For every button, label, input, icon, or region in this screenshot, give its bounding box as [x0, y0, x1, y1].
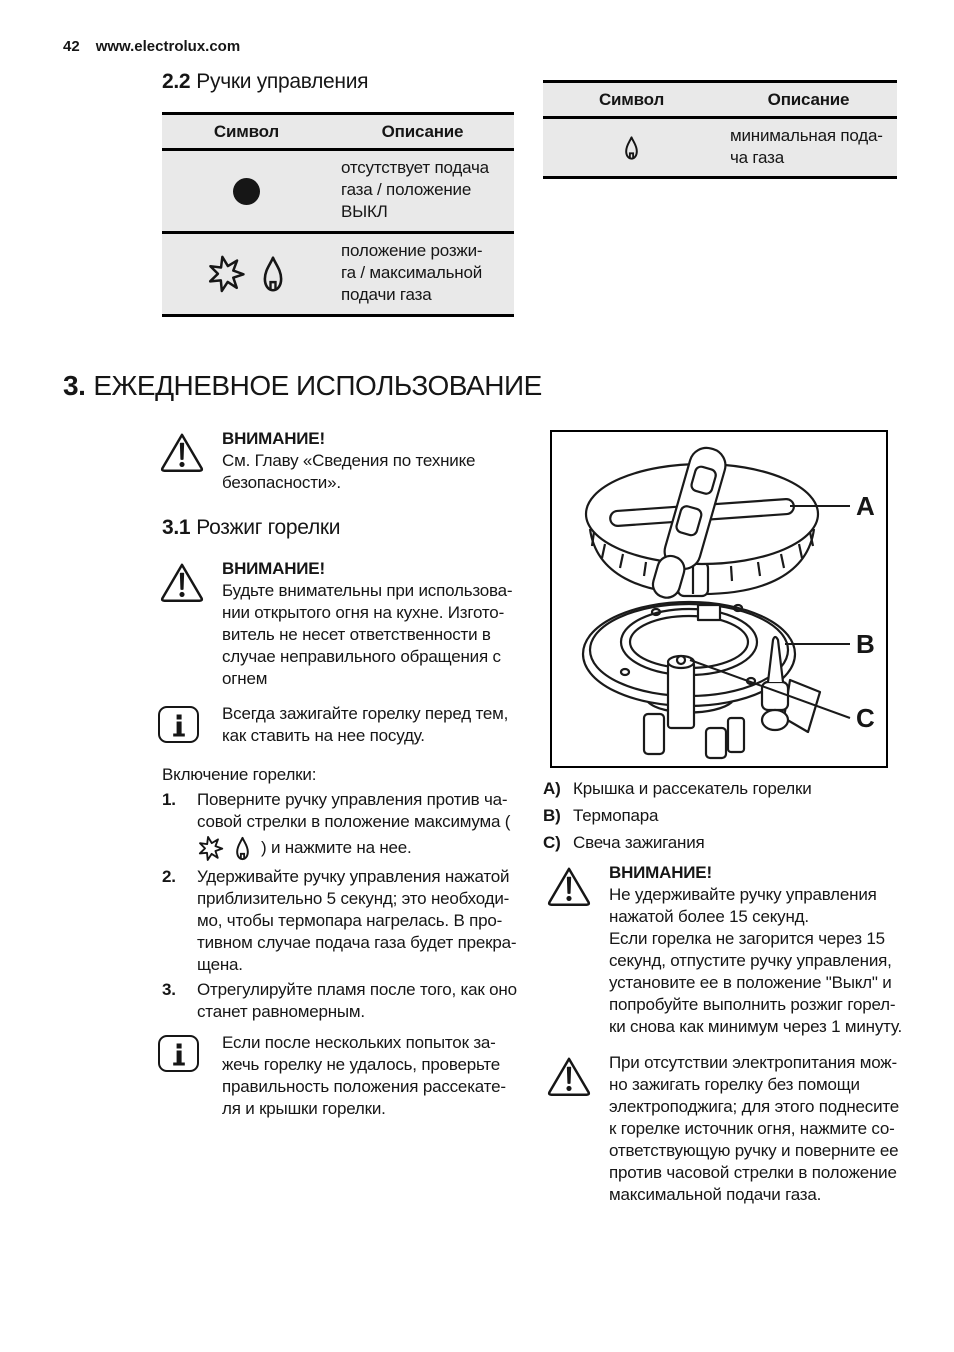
spark-plug	[666, 654, 696, 730]
burner-cap	[584, 446, 820, 599]
warning-title: ВНИМАНИЕ!	[222, 429, 325, 448]
section-number: 3.	[63, 370, 86, 401]
off-circle-icon	[232, 177, 260, 205]
warning-triangle-icon	[160, 433, 204, 472]
flame-max-icon	[264, 256, 283, 292]
diagram-callouts: A B C	[689, 491, 875, 733]
warning-note: При отсутствии электропитания мож- но за…	[545, 1052, 920, 1206]
col-description-header: Описание	[767, 89, 850, 109]
min-gas-table: Символ Описание минимальная пода- ча газ…	[543, 80, 897, 179]
row-description: отсутствует подача газа / положение ВЫКЛ	[340, 158, 489, 221]
spark-icon	[198, 835, 224, 861]
legend-text: Крышка и рассекатель горелки	[573, 779, 812, 798]
list-item: 1. Поверните ручку управления против ча-…	[162, 789, 522, 863]
warning-triangle-icon	[160, 563, 204, 602]
flame-icon	[236, 836, 249, 860]
flame-icon-slot	[234, 836, 251, 861]
section-title: Розжиг горелки	[196, 516, 341, 539]
diagram-legend: A) Крышка и рассекатель горелки B) Термо…	[543, 775, 903, 856]
info-note: Если после нескольких попыток за- жечь г…	[158, 1032, 533, 1120]
warning-text: Будьте внимательны при использова- нии о…	[222, 581, 513, 688]
warning-note: ВНИМАНИЕ! Не удерживайте ручку управлени…	[545, 862, 910, 1038]
step-text: Поверните ручку управления против ча- со…	[197, 790, 511, 831]
table-row: минимальная пода- ча газа	[543, 119, 897, 176]
warning-text: См. Главу «Сведения по технике безопасно…	[222, 451, 476, 492]
burner-diagram-frame: A B C	[550, 430, 888, 768]
website-text: www.electrolux.com	[95, 38, 241, 55]
page-running-head: 42 www.electrolux.com	[63, 38, 240, 55]
step-text: Отрегулируйте пламя после того, как оно …	[197, 980, 517, 1021]
legend-key: C)	[543, 833, 561, 852]
col-description-header: Описание	[381, 121, 464, 141]
info-note: Всегда зажигайте горелку перед тем, как …	[158, 703, 523, 747]
flame-icon-slot	[623, 134, 640, 162]
section-3-heading: 3.ЕЖЕДНЕВНОЕ ИСПОЛЬЗОВАНИЕ	[63, 370, 542, 402]
legend-item: A) Крышка и рассекатель горелки	[543, 775, 903, 802]
info-text: Если после нескольких попыток за- жечь г…	[222, 1033, 506, 1118]
legend-key: A)	[543, 779, 561, 798]
step-number: 1.	[162, 790, 176, 809]
list-item: 2. Удерживайте ручку управления нажатой …	[162, 866, 522, 976]
step-text: Удерживайте ручку управления нажатой при…	[197, 867, 517, 974]
thermocouple	[760, 635, 822, 734]
info-icon	[158, 706, 199, 743]
legend-item: B) Термопара	[543, 802, 903, 829]
warning-triangle-icon	[547, 867, 591, 906]
legend-item: C) Свеча зажигания	[543, 829, 903, 856]
info-text: Всегда зажигайте горелку перед тем, как …	[222, 704, 509, 745]
step-number: 3.	[162, 980, 176, 999]
warning-title: ВНИМАНИЕ!	[222, 559, 325, 578]
legend-key: B)	[543, 806, 561, 825]
section-number: 3.1	[162, 516, 191, 539]
warning-text: При отсутствии электропитания мож- но за…	[609, 1053, 900, 1204]
list-item: 3. Отрегулируйте пламя после того, как о…	[162, 979, 522, 1023]
table-row: отсутствует подача газа / положение ВЫКЛ	[162, 151, 514, 231]
warning-note: ВНИМАНИЕ! Будьте внимательны при использ…	[158, 558, 523, 690]
warning-title: ВНИМАНИЕ!	[609, 863, 712, 882]
section-title: Ручки управления	[196, 70, 369, 93]
procedure-intro: Включение горелки:	[162, 765, 317, 784]
flame-min-icon	[625, 135, 638, 160]
warning-text: Не удерживайте ручку управления нажатой …	[609, 885, 903, 1036]
section-number: 2.2	[162, 70, 191, 93]
label-a: A	[856, 491, 875, 521]
col-symbol-header: Символ	[213, 121, 280, 141]
table-header-row: Символ Описание	[162, 115, 514, 151]
label-b: B	[856, 629, 875, 659]
table-header-row: Символ Описание	[543, 83, 897, 119]
burner-exploded-diagram: A B C	[581, 446, 875, 760]
legend-text: Термопара	[573, 806, 659, 825]
warning-note: ВНИМАНИЕ! См. Главу «Сведения по технике…	[158, 428, 518, 494]
row-description: минимальная пода- ча газа	[730, 126, 883, 167]
legend-text: Свеча зажигания	[573, 833, 705, 852]
step-number: 2.	[162, 867, 176, 886]
info-icon	[158, 1035, 199, 1072]
page-number: 42	[63, 38, 80, 55]
spark-icon-slot	[197, 835, 224, 862]
ignition-procedure: Включение горелки: 1. Поверните ручку уп…	[162, 764, 522, 1026]
label-c: C	[856, 703, 875, 733]
burner-base	[581, 600, 797, 760]
row-description: положение розжи- га / максимальной подач…	[340, 241, 483, 304]
step-text-after: ) и нажмите на нее.	[261, 838, 412, 857]
table-row: положение розжи- га / максимальной подач…	[162, 231, 514, 314]
spark-icon	[209, 255, 246, 293]
knob-symbols-table: Символ Описание отсутствует подача газа …	[162, 112, 514, 317]
flame-icon-slot	[260, 255, 286, 293]
col-symbol-header: Символ	[598, 89, 665, 109]
spark-icon-slot	[206, 254, 246, 294]
warning-triangle-icon	[547, 1057, 591, 1096]
section-title: ЕЖЕДНЕВНОЕ ИСПОЛЬЗОВАНИЕ	[93, 370, 542, 401]
